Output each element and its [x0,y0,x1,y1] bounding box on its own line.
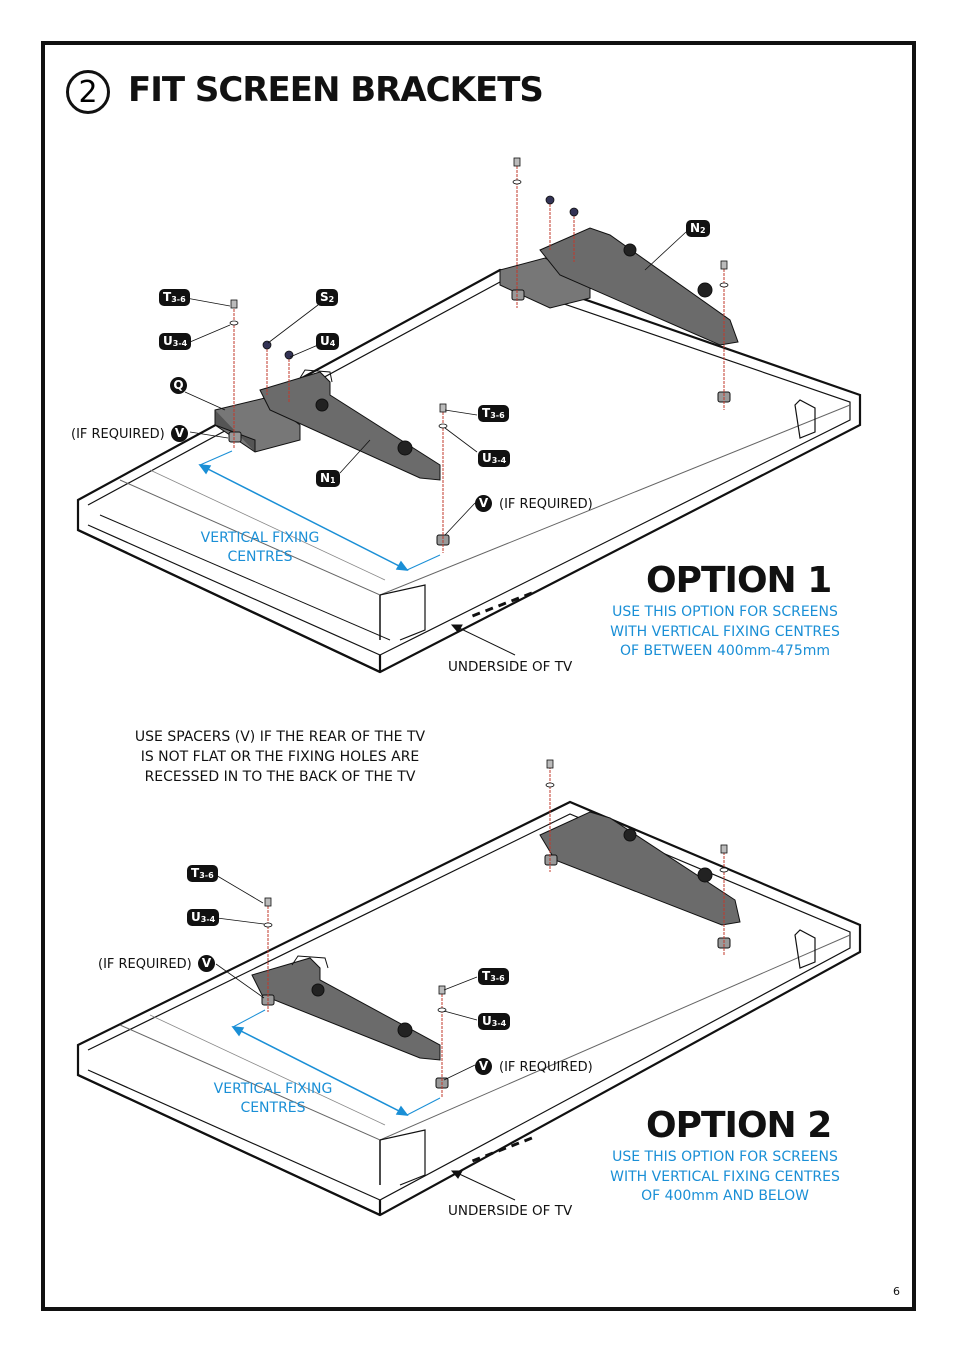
option2-label-t36-right: T3-6 [478,968,509,985]
option1-label-u4: U4 [316,333,340,350]
option1-vesa-slots [471,591,533,618]
option2-label-v-right: V [475,1058,492,1075]
option1-leader-lines [184,231,687,536]
step-number-circle: 2 [66,70,110,114]
spacer-note-line1: USE SPACERS (V) IF THE REAR OF THE TV [134,729,426,745]
step-number: 2 [78,74,98,110]
page-number: 6 [893,1285,900,1298]
option1-label-v-right: V [475,495,492,512]
option2-if-required-right: (IF REQUIRED) [499,1060,593,1075]
option1-description-line3: OF BETWEEN 400mm-475mm [619,643,831,659]
option2-label-u34-right: U3-4 [478,1013,511,1030]
option2-description-line2: WITH VERTICAL FIXING CENTRES [610,1168,840,1185]
option1-bracket-n1 [259,369,441,481]
option2-description: USE THIS OPTION FOR SCREENS WITH VERTICA… [605,1148,845,1207]
option1-description-line1: USE THIS OPTION FOR SCREENS [612,604,838,620]
option2-title: OPTION 2 [646,1105,832,1146]
option2-description-line1: USE THIS OPTION FOR SCREENS [612,1149,838,1165]
spacer-note-line3: RECESSED IN TO THE BACK OF THE TV [144,769,416,785]
option1-label-t36-right: T3-6 [478,405,509,422]
option2-label-t36-left: T3-6 [187,865,218,882]
option2-leader-lines [213,873,478,1081]
option2-if-required-left: (IF REQUIRED) [98,957,192,972]
option2-vesa-slots [471,1136,533,1163]
option1-label-t36-left: T3-6 [159,289,190,306]
option2-underside-label: UNDERSIDE OF TV [448,1203,573,1219]
option1-underside-label: UNDERSIDE OF TV [448,659,573,675]
option1-label-u34-right: U3-4 [478,450,511,467]
spacer-note: USE SPACERS (V) IF THE REAR OF THE TV IS… [130,727,430,787]
page-title: FIT SCREEN BRACKETS [128,70,544,110]
option2-vertical-fixing-line2: CENTRES [240,1100,306,1116]
option1-screw-lines [233,162,725,553]
option2-bracket-left [251,955,441,1061]
option1-vertical-fixing-line1: VERTICAL FIXING [200,530,320,546]
option1-fixing-centres-arrow [198,450,441,571]
option1-description: USE THIS OPTION FOR SCREENS WITH VERTICA… [605,603,845,662]
option1-if-required-right: (IF REQUIRED) [499,497,593,512]
option1-label-q: Q [170,377,187,394]
option2-tv-outline [76,800,862,1217]
option1-label-n2: N2 [686,220,710,237]
option1-description-line2: WITH VERTICAL FIXING CENTRES [610,623,840,640]
option2-underside-arrow [450,1170,516,1201]
option1-label-n1: N1 [316,470,340,487]
option1-bracket-n2 [539,227,739,346]
option1-screws [229,157,729,429]
option2-screws [263,759,729,1013]
option1-label-u34-left: U3-4 [159,333,192,350]
option1-label-v-left: V [171,425,188,442]
option1-vertical-fixing-line2: CENTRES [227,549,293,565]
option2-label-v-left: V [198,955,215,972]
option1-vertical-fixing-label: VERTICAL FIXING CENTRES [190,529,330,567]
spacer-note-line2: IS NOT FLAT OR THE FIXING HOLES ARE [140,749,420,765]
option1-label-s2: S2 [316,289,339,306]
option2-vertical-fixing-line1: VERTICAL FIXING [213,1081,333,1097]
option1-underside-arrow [450,624,516,656]
option2-label-u34-left: U3-4 [187,909,220,926]
page-border [41,41,916,1311]
option1-title: OPTION 1 [646,560,832,601]
option2-description-line3: OF 400mm AND BELOW [641,1188,809,1204]
option2-bracket-right [539,811,741,926]
option2-vertical-fixing-label: VERTICAL FIXING CENTRES [203,1080,343,1118]
option2-fixing-centres-arrow [231,1009,441,1116]
option1-if-required-left: (IF REQUIRED) [71,427,165,442]
